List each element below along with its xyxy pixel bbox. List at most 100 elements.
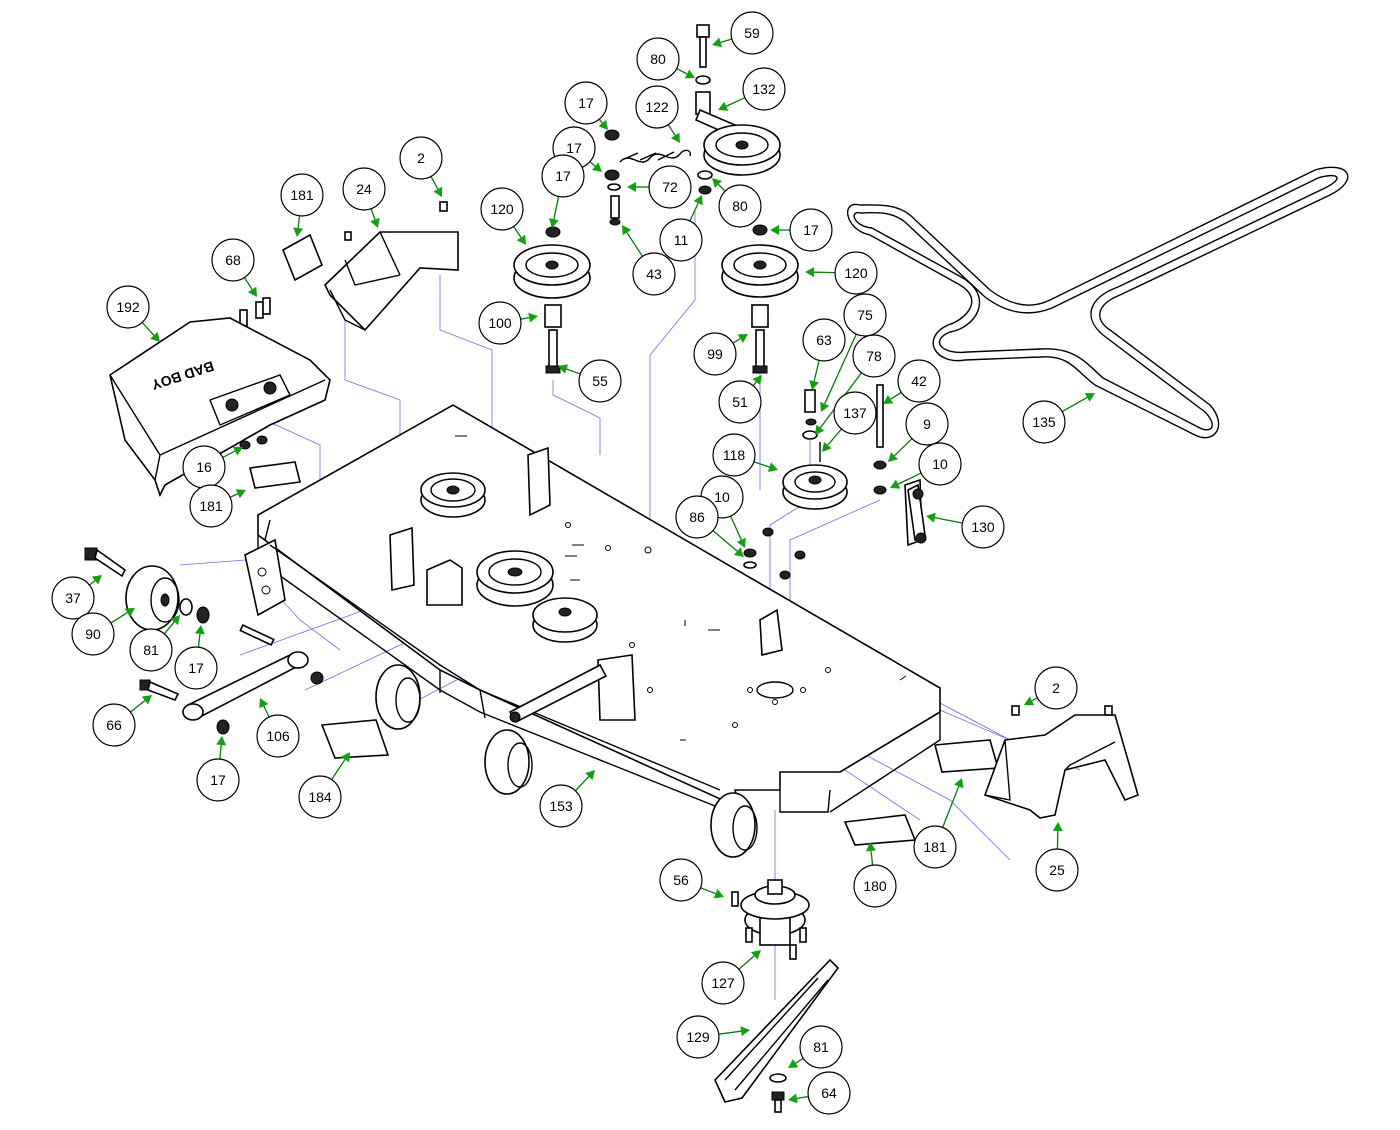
bolt-66 (139, 679, 180, 701)
callout-label: 17 (188, 660, 204, 676)
callout-arrow-icon (770, 225, 779, 235)
callout-63: 63 (802, 318, 846, 390)
callout-leader-line (626, 232, 644, 257)
deck-pulley-idler (532, 597, 598, 643)
callout-circle (648, 165, 692, 209)
spacer-100 (544, 304, 562, 328)
callout-circle (539, 784, 583, 828)
callout-51: 51 (718, 375, 762, 424)
callout-circle (659, 218, 703, 262)
callout-leader-line (824, 333, 857, 405)
callout-label: 181 (923, 839, 947, 855)
callout-arrow-icon (598, 119, 608, 130)
nut-17-b (604, 169, 620, 181)
callout-arrow-icon (713, 889, 724, 899)
callout-label: 129 (686, 1029, 710, 1045)
callout-label: 153 (549, 798, 573, 814)
callout-circle (1022, 400, 1066, 444)
callout-circle (718, 380, 762, 424)
deck-wheel-left (375, 664, 421, 730)
callout-16: 16 (182, 445, 243, 489)
callout-label: 81 (143, 642, 159, 658)
callout-label: 25 (1049, 862, 1065, 878)
callout-label: 80 (650, 51, 666, 67)
callout-label: 120 (844, 265, 868, 281)
callout-leader-line (1061, 396, 1088, 413)
callout-circle (256, 714, 300, 758)
callout-arrow-icon (247, 286, 257, 297)
callout-label: 192 (116, 299, 140, 315)
arm-106 (182, 651, 309, 721)
callout-circle (1035, 848, 1079, 892)
washer-80-lower (697, 170, 713, 180)
callout-arrow-icon (548, 218, 559, 228)
callout-circle (1034, 666, 1078, 710)
callout-arrow-icon (141, 695, 152, 705)
deck-brackets (389, 446, 923, 721)
callout-circle (843, 293, 887, 337)
callout-arrow-icon (750, 950, 761, 960)
callout-circle (71, 612, 115, 656)
callout-label: 9 (923, 416, 931, 432)
deck-pulley-center (476, 550, 554, 607)
callout-label: 180 (863, 878, 887, 894)
callout-81: 81 (129, 615, 180, 672)
callout-2: 2 (399, 136, 443, 197)
callout-label: 24 (356, 181, 372, 197)
callout-leader-line (141, 322, 155, 336)
callout-label: 184 (308, 789, 332, 805)
callout-arrow-icon (736, 537, 746, 548)
callout-153: 153 (539, 770, 595, 828)
bolt-43 (609, 195, 621, 226)
callout-81: 81 (788, 1025, 843, 1069)
callout-leader-line (130, 700, 146, 713)
callout-arrow-icon (805, 267, 815, 278)
callout-circle (211, 238, 255, 282)
callout-arrow-icon (558, 364, 569, 374)
nut-11 (698, 185, 712, 195)
callout-99: 99 (693, 332, 748, 376)
anti-scalp-rod (508, 663, 608, 724)
callout-181: 181 (913, 778, 964, 869)
callout-circle (659, 858, 703, 902)
callout-circle (342, 167, 386, 211)
decal-181-right (933, 739, 1000, 773)
callout-leader-line (813, 360, 820, 382)
bolt-64 (771, 1091, 785, 1113)
callout-circle (298, 775, 342, 819)
callout-55: 55 (558, 359, 622, 403)
callout-leader-line (520, 316, 530, 320)
callout-17: 17 (770, 208, 833, 252)
callout-label: 75 (857, 307, 873, 323)
callout-circle (701, 961, 745, 1005)
callout-leader-line (717, 183, 726, 192)
roller-90 (125, 565, 180, 631)
callout-17: 17 (541, 154, 585, 228)
pulley-118 (782, 464, 848, 510)
callout-label: 130 (971, 519, 995, 535)
callout-arrow-icon (926, 512, 936, 523)
decal-184 (320, 719, 390, 759)
callout-129: 129 (676, 1015, 750, 1059)
callout-arrow-icon (528, 312, 538, 323)
callout-42: 42 (883, 359, 941, 404)
callout-56: 56 (659, 858, 724, 902)
callout-label: 137 (843, 405, 867, 421)
callout-label: 42 (911, 373, 927, 389)
washer-80-top (695, 75, 711, 85)
deck-pulley-left (420, 472, 486, 518)
callout-arrow-icon (1084, 393, 1095, 402)
callout-80: 80 (712, 178, 762, 228)
nut-16-b (256, 435, 268, 445)
callout-25: 25 (1035, 822, 1079, 892)
callout-circle (742, 67, 786, 111)
callout-circle (129, 628, 173, 672)
callout-arrow-icon (809, 380, 819, 390)
nut-17-a (604, 129, 620, 141)
callout-leader-line (942, 786, 960, 828)
nut-cluster-b (794, 550, 806, 560)
callout-leader-line (589, 161, 596, 167)
callout-17: 17 (174, 625, 218, 690)
callout-leader-line (197, 633, 201, 648)
callout-arrow-icon (670, 132, 680, 143)
